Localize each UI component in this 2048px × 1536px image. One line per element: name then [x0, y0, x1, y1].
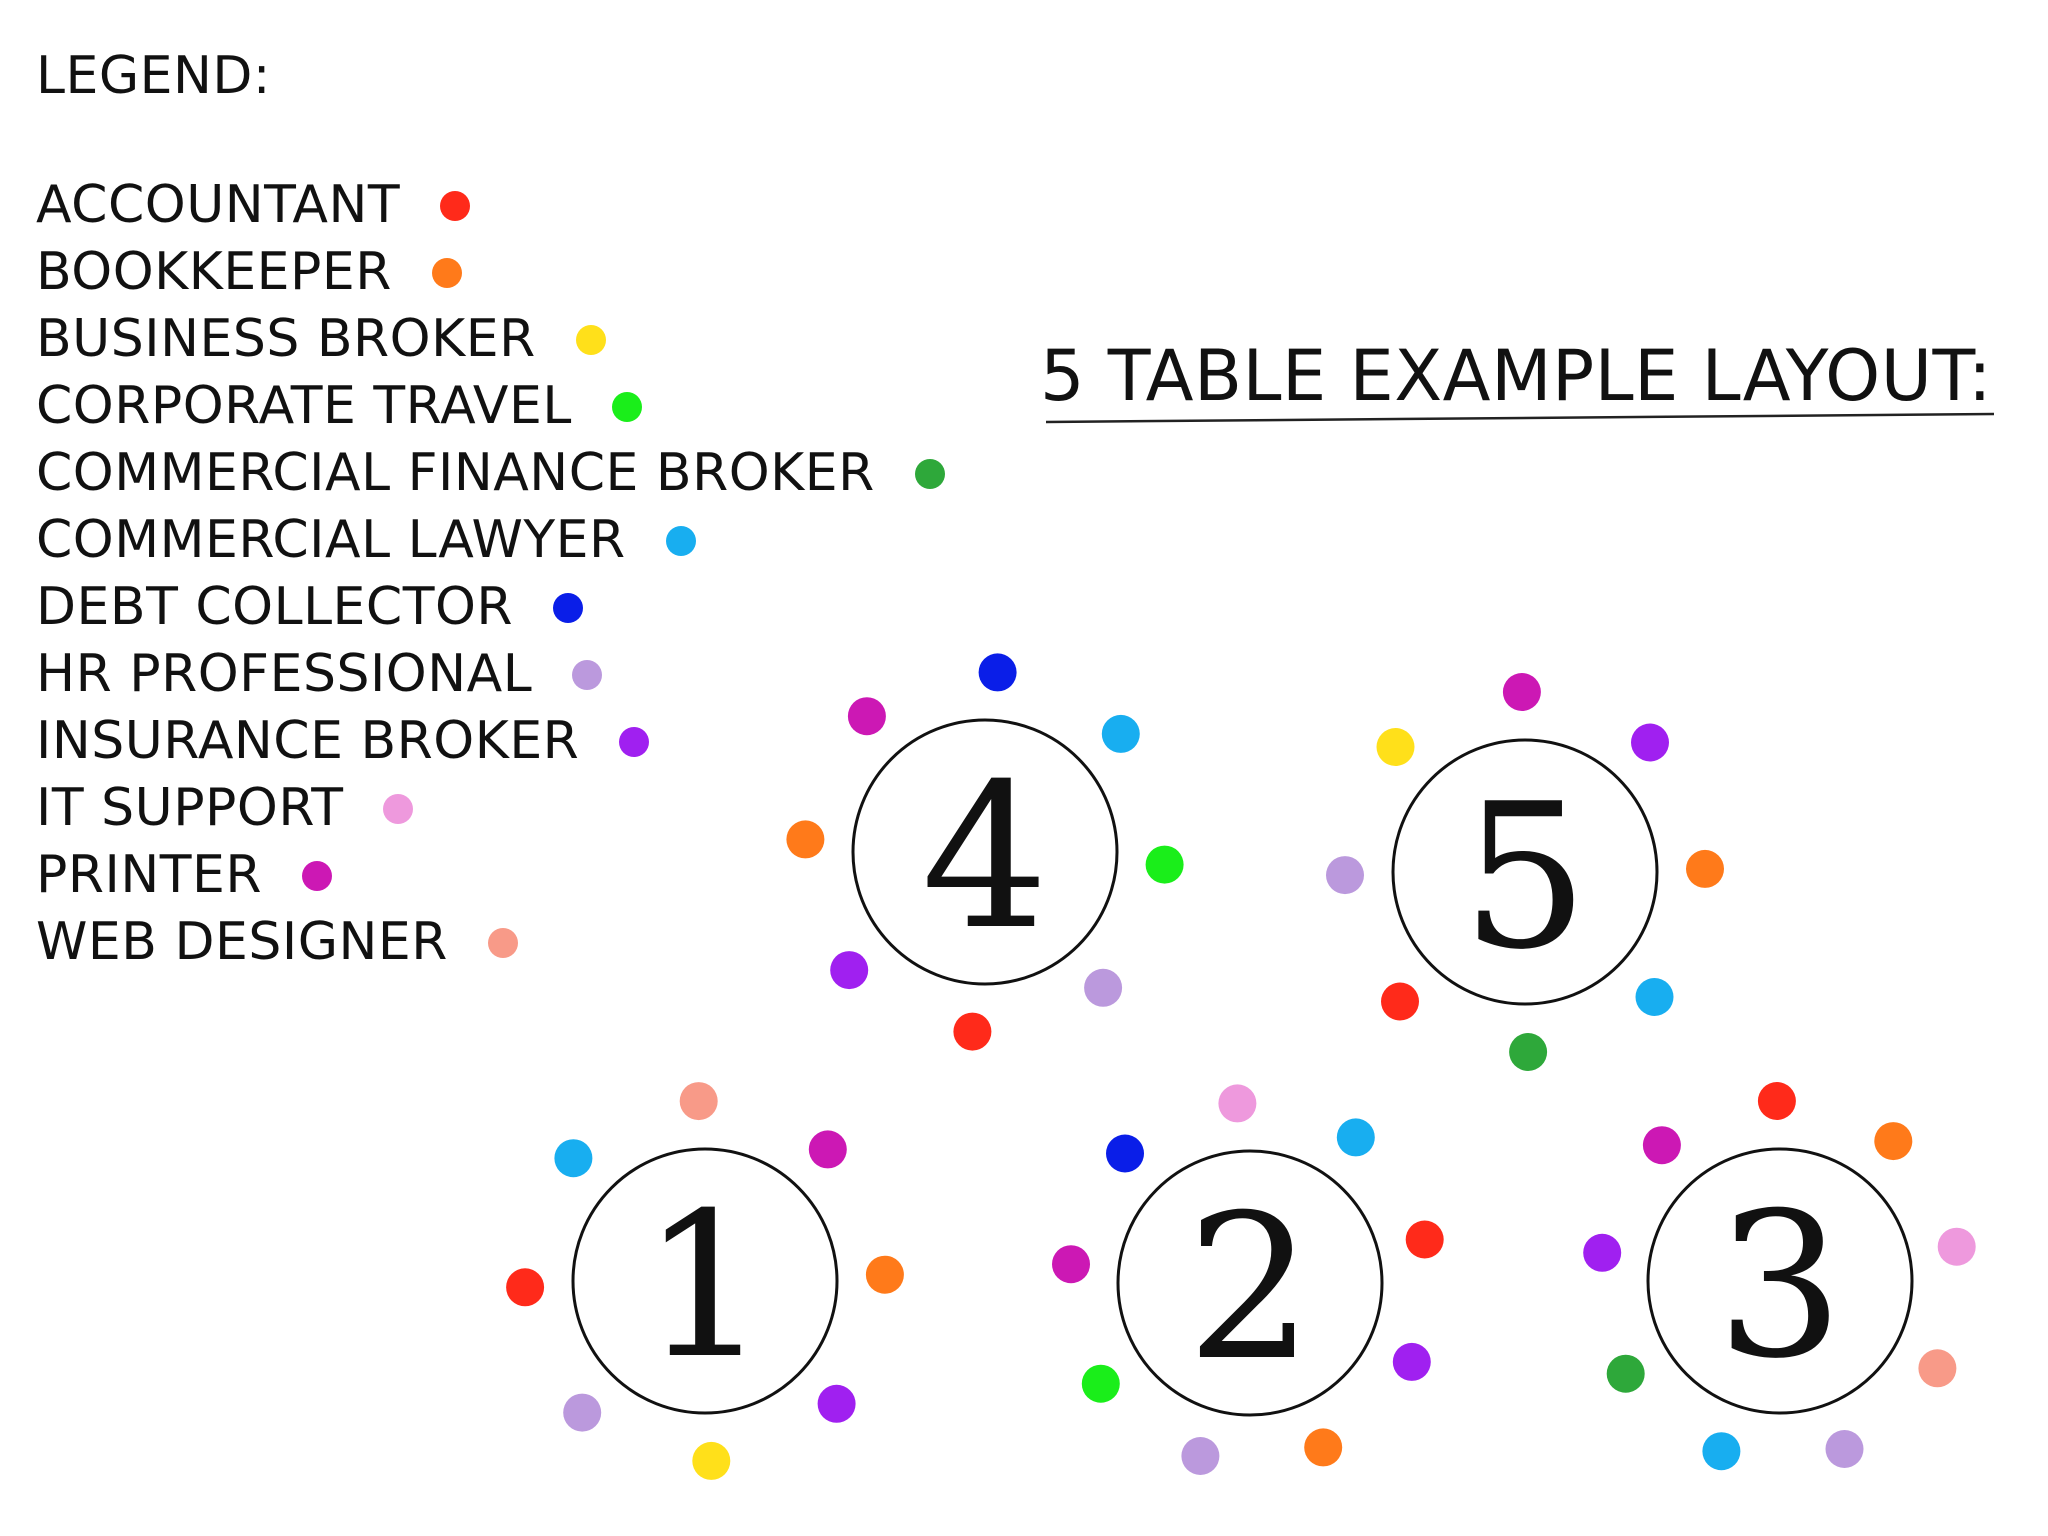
seat-dot-printer — [808, 1130, 847, 1169]
table-1: 1 — [506, 1082, 904, 1480]
seat-dot-bookkeeper — [786, 820, 825, 859]
seat-dot-printer — [847, 697, 886, 736]
seat-dot-accountant — [1405, 1220, 1444, 1259]
legend-item-accountant: ACCOUNTANT — [36, 172, 945, 239]
seat-dot-insurance-broker — [1392, 1342, 1431, 1381]
table-5: 5 — [1326, 673, 1724, 1071]
table-circle — [851, 718, 1119, 986]
legend-item-business-broker: BUSINESS BROKER — [36, 306, 945, 373]
legend-item-debt-collector: DEBT COLLECTOR — [36, 574, 945, 641]
legend-dot-hr-professional — [572, 659, 603, 690]
seat-dot-corporate-travel — [1145, 845, 1184, 884]
table-circle — [571, 1147, 839, 1415]
seat-dot-it-support — [1937, 1227, 1976, 1266]
legend-label: ACCOUNTANT — [36, 175, 401, 235]
seat-dot-web-designer — [1918, 1349, 1957, 1388]
seat-dot-corporate-travel — [1081, 1364, 1120, 1403]
seat-dot-it-support — [1218, 1084, 1257, 1123]
legend-label: DEBT COLLECTOR — [36, 577, 514, 637]
table-number: 1 — [641, 1170, 768, 1403]
seat-dot-commercial-finance-broker — [1509, 1033, 1548, 1071]
seat-dot-insurance-broker — [1583, 1233, 1622, 1272]
legend-item-commercial-lawyer: COMMERCIAL LAWYER — [36, 507, 945, 574]
seat-dot-business-broker — [1376, 728, 1415, 766]
legend-label: WEB DESIGNER — [36, 912, 448, 972]
seat-dot-hr-professional — [1181, 1437, 1220, 1475]
legend-label: BUSINESS BROKER — [36, 309, 536, 369]
legend-item-web-designer: WEB DESIGNER — [36, 909, 945, 976]
legend-dot-bookkeeper — [431, 257, 462, 288]
legend-label: COMMERCIAL LAWYER — [36, 510, 626, 570]
legend-item-bookkeeper: BOOKKEEPER — [36, 239, 945, 306]
table-circle — [1646, 1147, 1914, 1415]
seat-dot-accountant — [1381, 982, 1419, 1021]
table-number: 3 — [1716, 1170, 1843, 1403]
table-number: 2 — [1186, 1172, 1313, 1405]
table-circle — [1116, 1149, 1384, 1417]
seat-dot-bookkeeper — [1874, 1122, 1913, 1161]
table-circle — [1391, 738, 1659, 1006]
table-number: 5 — [1461, 761, 1588, 994]
seat-dot-bookkeeper — [1304, 1428, 1343, 1467]
seat-dot-commercial-lawyer — [1101, 714, 1140, 753]
seat-dot-hr-professional — [1326, 856, 1364, 895]
seat-dot-bookkeeper — [865, 1255, 904, 1294]
legend-list: ACCOUNTANT BOOKKEEPER BUSINESS BROKER CORPO… — [36, 172, 945, 976]
legend-dot-commercial-finance-broker — [914, 458, 945, 489]
legend-item-it-support: IT SUPPORT — [36, 775, 945, 842]
legend-label: CORPORATE TRAVEL — [36, 376, 572, 436]
table-2: 2 — [1052, 1084, 1444, 1475]
legend-label: BOOKKEEPER — [36, 242, 392, 302]
legend-item-commercial-finance-broker: COMMERCIAL FINANCE BROKER — [36, 440, 945, 507]
seat-dot-debt-collector — [1106, 1134, 1144, 1173]
layout-title: 5 TABLE EXAMPLE LAYOUT: — [1040, 335, 1993, 417]
seat-dot-commercial-lawyer — [1635, 978, 1674, 1016]
legend-item-insurance-broker: INSURANCE BROKER — [36, 708, 945, 775]
layout-title-underline — [1045, 412, 1995, 424]
table-3: 3 — [1583, 1082, 1976, 1471]
seat-dot-web-designer — [679, 1082, 718, 1121]
seat-dot-commercial-finance-broker — [1606, 1354, 1645, 1393]
legend-dot-insurance-broker — [619, 726, 650, 757]
legend-dot-printer — [301, 860, 332, 891]
legend-dot-commercial-lawyer — [665, 525, 696, 556]
legend-item-corporate-travel: CORPORATE TRAVEL — [36, 373, 945, 440]
seat-dot-accountant — [506, 1268, 545, 1307]
seat-dot-hr-professional — [1825, 1430, 1864, 1468]
seat-dot-printer — [1502, 673, 1541, 711]
seat-dot-debt-collector — [978, 653, 1017, 692]
legend-dot-corporate-travel — [611, 391, 642, 422]
legend-label: HR PROFESSIONAL — [36, 644, 533, 704]
seat-dot-insurance-broker — [817, 1384, 856, 1423]
seat-dot-accountant — [1757, 1082, 1796, 1120]
legend-label: IT SUPPORT — [36, 778, 344, 838]
seat-dot-insurance-broker — [830, 951, 869, 990]
legend-dot-accountant — [440, 190, 471, 221]
table-number: 4 — [921, 741, 1048, 974]
seat-dot-commercial-lawyer — [1702, 1432, 1741, 1471]
seat-dot-commercial-lawyer — [554, 1139, 593, 1178]
legend-label: PRINTER — [36, 845, 262, 905]
legend-label: INSURANCE BROKER — [36, 711, 580, 771]
seat-dot-business-broker — [692, 1441, 731, 1480]
legend-dot-web-designer — [487, 927, 518, 958]
seat-dot-printer — [1642, 1126, 1681, 1165]
legend-title: LEGEND: — [36, 46, 271, 106]
seat-dot-hr-professional — [1084, 968, 1123, 1007]
legend-label: COMMERCIAL FINANCE BROKER — [36, 443, 875, 503]
legend-item-hr-professional: HR PROFESSIONAL — [36, 641, 945, 708]
seat-dot-printer — [1052, 1245, 1090, 1284]
legend-dot-it-support — [383, 793, 414, 824]
seat-dot-accountant — [953, 1012, 992, 1051]
table-4: 4 — [786, 653, 1184, 1051]
seat-dot-bookkeeper — [1686, 849, 1724, 888]
legend-item-printer: PRINTER — [36, 842, 945, 909]
legend-dot-debt-collector — [553, 592, 584, 623]
legend-dot-business-broker — [575, 324, 606, 355]
seat-dot-insurance-broker — [1631, 723, 1669, 762]
seat-dot-hr-professional — [563, 1393, 602, 1432]
seat-dot-commercial-lawyer — [1336, 1118, 1375, 1157]
